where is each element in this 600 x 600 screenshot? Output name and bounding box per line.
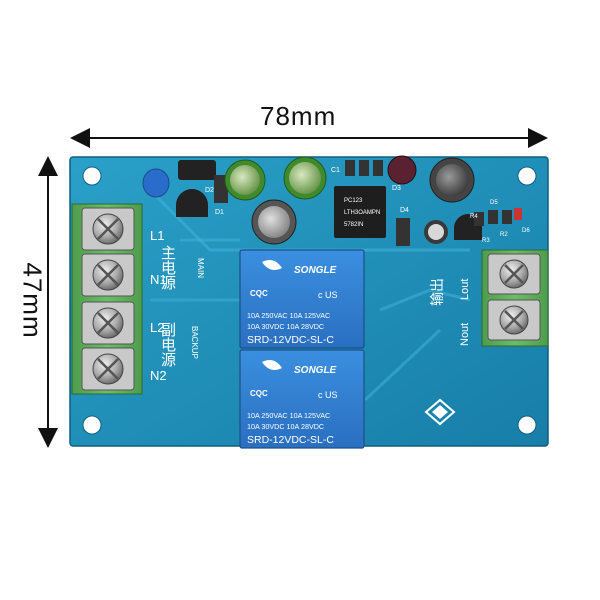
- relay-2-model: SRD-12VDC-SL-C: [247, 434, 334, 446]
- left-terminal-block: [71, 203, 143, 395]
- main-power-label-cn: 主电源: [159, 245, 177, 290]
- relay-1-model: SRD-12VDC-SL-C: [247, 334, 334, 346]
- terminal-l2[interactable]: [81, 301, 135, 345]
- ic-line1: PC123: [344, 198, 363, 204]
- pin-label-l1: L1: [150, 228, 164, 243]
- relay-2-rating-2: 10A 30VDC 10A 28VDC: [247, 422, 324, 431]
- relay-2-rating-1: 10A 250VAC 10A 125VAC: [247, 411, 330, 420]
- label-d2: D2: [205, 187, 214, 194]
- label-d5: D5: [490, 200, 498, 206]
- relay-1-us: c US: [318, 290, 338, 300]
- terminal-n1[interactable]: [81, 253, 135, 297]
- pin-label-nout: Nout: [459, 323, 471, 346]
- label-d1: D1: [215, 209, 224, 216]
- relay-1: SONGLE CQC c US 10A 250VAC 10A 125VAC 10…: [239, 249, 365, 349]
- brand-logo-icon: [424, 398, 456, 426]
- relay-2-us: c US: [318, 390, 338, 400]
- label-r4: R4: [470, 214, 478, 220]
- main-power-label-en: MAIN: [196, 258, 205, 278]
- terminal-l1[interactable]: [81, 207, 135, 251]
- pin-label-lout: Lout: [459, 279, 471, 300]
- right-terminal-block: [481, 249, 549, 347]
- label-d3: D3: [392, 185, 401, 192]
- pin-label-l2: L2: [150, 320, 164, 335]
- relay-1-brand: SONGLE: [294, 265, 337, 276]
- pin-label-n1: N1: [150, 272, 167, 287]
- label-c4: C4: [518, 173, 527, 180]
- label-d6: D6: [522, 228, 530, 234]
- label-d4: D4: [400, 207, 409, 214]
- ic-line2: LTH3OAMPN: [344, 210, 380, 216]
- label-c1: C1: [331, 167, 340, 174]
- top-components: D2 D1 C1 PC123 LTH3OAMPN 5782IN D4: [142, 155, 530, 246]
- output-label-cn: 输出: [430, 278, 446, 306]
- ic-line3: 5782IN: [344, 222, 363, 228]
- terminal-nout[interactable]: [487, 299, 541, 341]
- backup-power-label-cn: 副电源: [159, 322, 177, 367]
- terminal-lout[interactable]: [487, 253, 541, 295]
- relay-2: SONGLE CQC c US 10A 250VAC 10A 125VAC 10…: [239, 349, 365, 449]
- terminal-n2[interactable]: [81, 347, 135, 391]
- relay-1-cert: CQC: [250, 289, 268, 298]
- relay-2-brand: SONGLE: [294, 365, 337, 376]
- backup-power-label-en: BACKUP: [190, 326, 199, 359]
- label-r2: R2: [500, 232, 508, 238]
- relay-1-rating-1: 10A 250VAC 10A 125VAC: [247, 311, 330, 320]
- pin-label-n2: N2: [150, 368, 167, 383]
- relay-1-rating-2: 10A 30VDC 10A 28VDC: [247, 322, 324, 331]
- width-dimension-label: 78mm: [260, 101, 337, 131]
- label-r3: R3: [482, 238, 490, 244]
- relay-2-cert: CQC: [250, 389, 268, 398]
